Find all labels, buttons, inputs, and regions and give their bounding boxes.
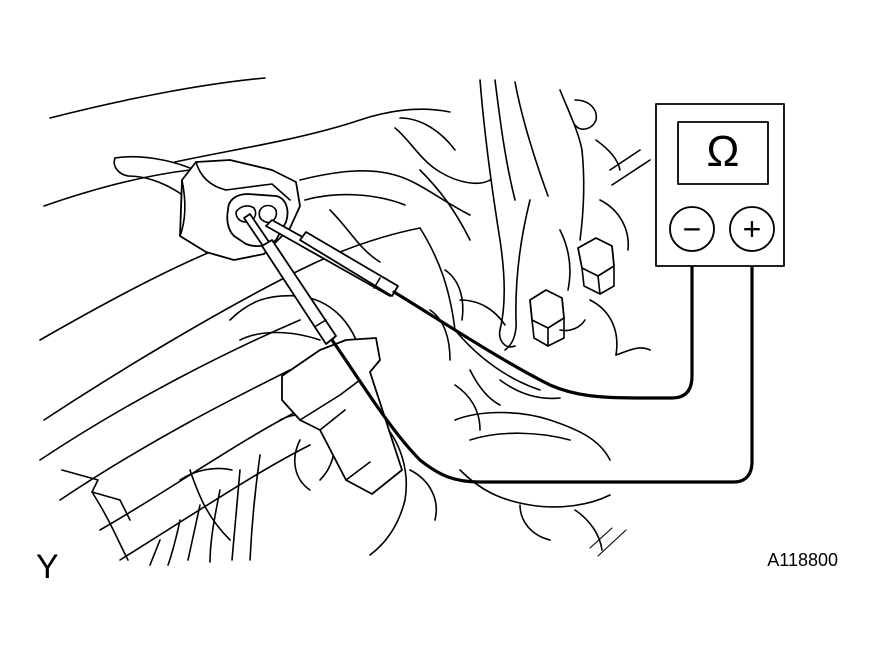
bolt-lower	[529, 289, 565, 329]
ohmmeter-display	[677, 121, 769, 185]
probe-negative	[265, 219, 399, 297]
figure-id: A118800	[767, 550, 838, 570]
plus-icon: +	[743, 211, 762, 247]
view-label: Y	[36, 548, 59, 586]
engine-background	[39, 77, 651, 566]
positive-terminal	[729, 206, 775, 252]
bolt-upper	[577, 237, 615, 277]
negative-terminal	[669, 206, 715, 252]
minus-icon: −	[683, 211, 702, 247]
sensor-connector	[179, 159, 301, 261]
positive-test-lead	[330, 260, 754, 484]
probe-positive	[243, 213, 337, 345]
ohmmeter: Ω − +	[655, 103, 785, 267]
ohm-symbol: Ω	[707, 127, 740, 176]
negative-test-lead	[392, 260, 694, 400]
